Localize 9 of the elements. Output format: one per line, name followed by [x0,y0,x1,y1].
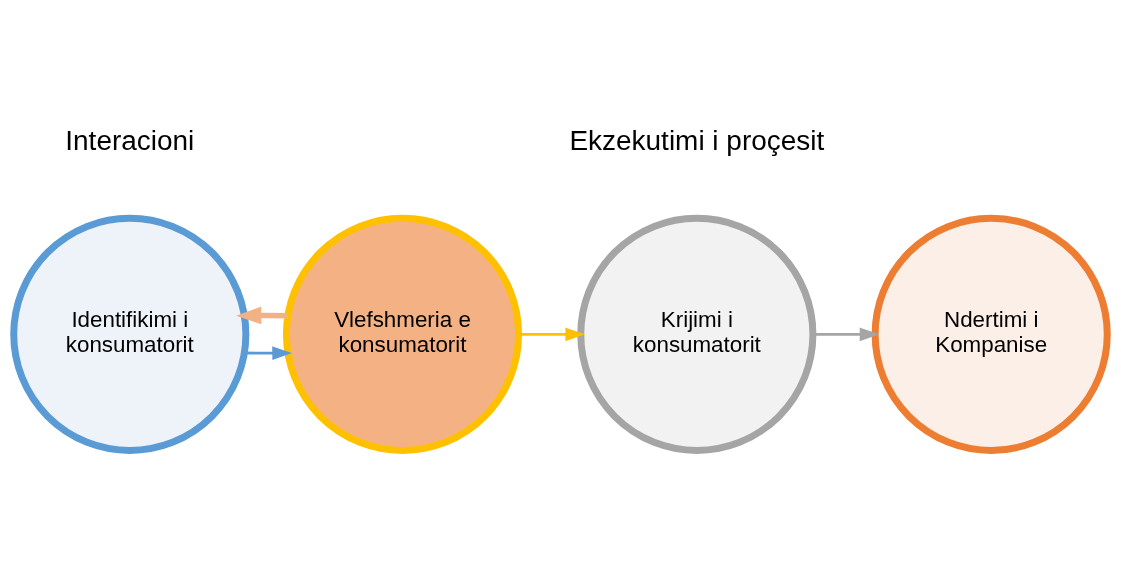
arrow [244,345,292,360]
label: Ekzekutimi i proçesit [569,124,825,156]
arrow [236,306,288,324]
node-circle: Ndertimi i Kompanise [871,214,1111,454]
label: Interacioni [65,124,195,156]
arrow [813,326,880,341]
node-circle: Krijimi i konsumatorit [577,214,817,454]
node-circle: Vlefshmeria e konsumatorit [282,214,523,454]
node-circle: Identifikimi i konsumatorit [10,214,250,454]
